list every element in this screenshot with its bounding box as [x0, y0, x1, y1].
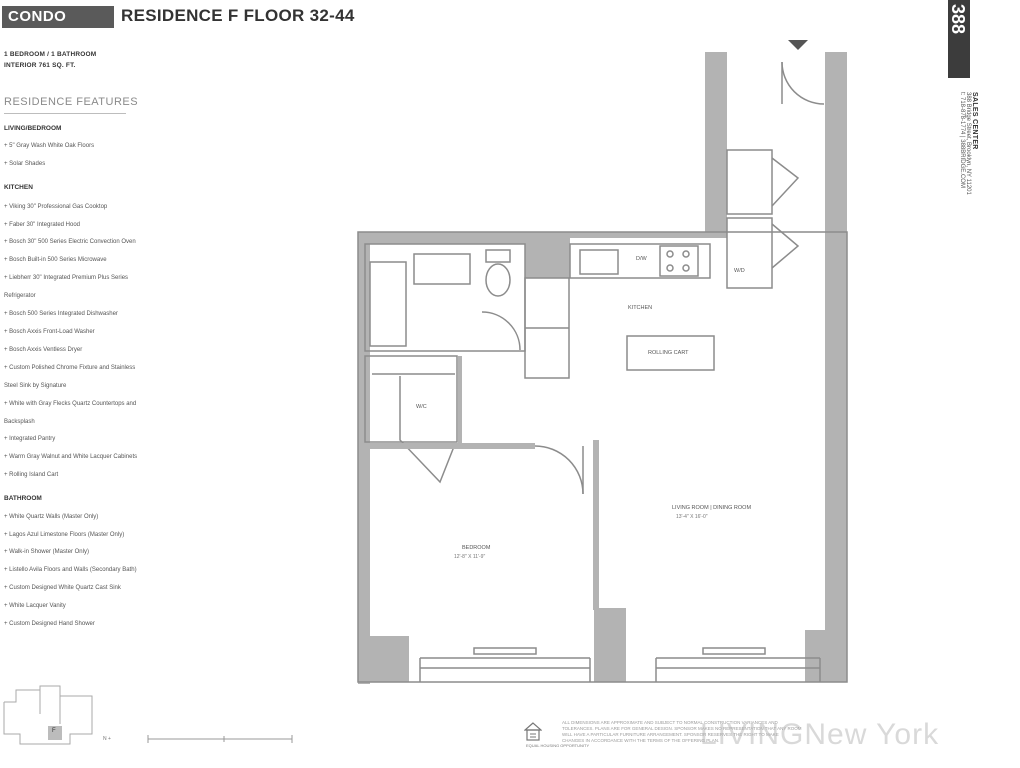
- spec-interior: INTERIOR 761 SQ. FT.: [4, 62, 76, 69]
- sales-center-heading: SALES CENTER: [971, 92, 978, 150]
- feature-item: + Rolling Island Cart: [4, 472, 59, 478]
- section-heading-living: LIVING/BEDROOM: [4, 125, 62, 132]
- feature-item: + Custom Polished Chrome Fixture and Sta…: [4, 365, 136, 371]
- unit-marker-label: F: [52, 728, 56, 734]
- feature-item: + Warm Gray Walnut and White Lacquer Cab…: [4, 454, 138, 460]
- legal-disclaimer: ALL DIMENSIONS ARE APPROXIMATE AND SUBJE…: [562, 720, 802, 743]
- feature-item: + Lagos Azul Limestone Floors (Master On…: [4, 532, 125, 538]
- label-kitchen: KITCHEN: [628, 305, 653, 311]
- feature-item: + Custom Designed Hand Shower: [4, 621, 95, 627]
- feature-item: + 5" Gray Wash White Oak Floors: [4, 143, 95, 149]
- feature-item: + Bosch Built-in 500 Series Microwave: [4, 257, 107, 263]
- label-living-room: LIVING ROOM | DINING ROOM: [672, 505, 752, 511]
- section-heading-kitchen: KITCHEN: [4, 184, 33, 191]
- feature-item: + Viking 30" Professional Gas Cooktop: [4, 204, 108, 210]
- section-heading-bathroom: BATHROOM: [4, 495, 42, 502]
- feature-item: + Faber 30" Integrated Hood: [4, 222, 81, 228]
- plan-walls: [358, 52, 847, 684]
- feature-item: + White with Gray Flecks Quartz Countert…: [4, 401, 137, 407]
- equal-housing-text: EQUAL HOUSING OPPORTUNITY: [526, 743, 590, 748]
- plan-lines: [357, 61, 848, 683]
- feature-item: + White Lacquer Vanity: [4, 603, 66, 609]
- features-divider: [4, 113, 126, 114]
- feature-item: Steel Sink by Signature: [4, 383, 67, 389]
- label-bedroom-dims: 12'-8" X 11'-9": [454, 554, 486, 560]
- feature-item: + Bosch 30" 500 Series Electric Convecti…: [4, 239, 136, 245]
- label-dw: D/W: [636, 256, 647, 262]
- feature-item: + Bosch Axxis Front-Load Washer: [4, 329, 95, 335]
- unit-marker: [48, 726, 62, 740]
- north-indicator: N +: [103, 736, 111, 742]
- feature-item: + Bosch 500 Series Integrated Dishwasher: [4, 311, 118, 317]
- label-rolling-cart: ROLLING CART: [648, 350, 689, 356]
- brand-logo: 388: [948, 0, 970, 78]
- scale-bar: [147, 735, 293, 743]
- label-wic: W/C: [416, 404, 427, 410]
- key-plan: [3, 685, 93, 745]
- label-living-dims: 13'-4" X 16'-0": [676, 514, 708, 520]
- brand-logo-text: 388: [948, 4, 968, 35]
- feature-item: + Custom Designed White Quartz Cast Sink: [4, 585, 121, 591]
- feature-item: + Integrated Pantry: [4, 436, 56, 442]
- feature-item: + Liebherr 30" Integrated Premium Plus S…: [4, 275, 129, 281]
- feature-item: + Walk-in Shower (Master Only): [4, 549, 89, 555]
- feature-item: + Bosch Axxis Ventless Dryer: [4, 347, 83, 353]
- feature-item: + White Quartz Walls (Master Only): [4, 514, 99, 520]
- condo-tag: CONDO: [2, 6, 114, 28]
- label-bedroom: BEDROOM: [462, 545, 491, 551]
- label-wd: W/D: [734, 268, 745, 274]
- features-title: RESIDENCE FEATURES: [4, 96, 139, 108]
- spec-bedrooms: 1 BEDROOM / 1 BATHROOM: [4, 51, 97, 58]
- feature-item: Refrigerator: [4, 293, 36, 299]
- residence-title: RESIDENCE F FLOOR 32-44: [121, 6, 355, 25]
- watermark: LIVINGNew York: [700, 718, 940, 751]
- sales-address: 388 Bridge Street, Brooklyn, NY 11201: [965, 92, 971, 195]
- feature-item: + Listello Avila Floors and Walls (Secon…: [4, 567, 137, 573]
- feature-item: + Solar Shades: [4, 161, 46, 167]
- sales-contact: t: 718-878-1774 | 388BRIDGE.COM: [959, 92, 965, 188]
- sales-center: SALES CENTER 388 Bridge Street, Brooklyn…: [952, 92, 982, 292]
- entry-arrow-icon: [788, 40, 808, 50]
- feature-item: Backsplash: [4, 419, 35, 425]
- equal-housing-icon: [524, 722, 542, 741]
